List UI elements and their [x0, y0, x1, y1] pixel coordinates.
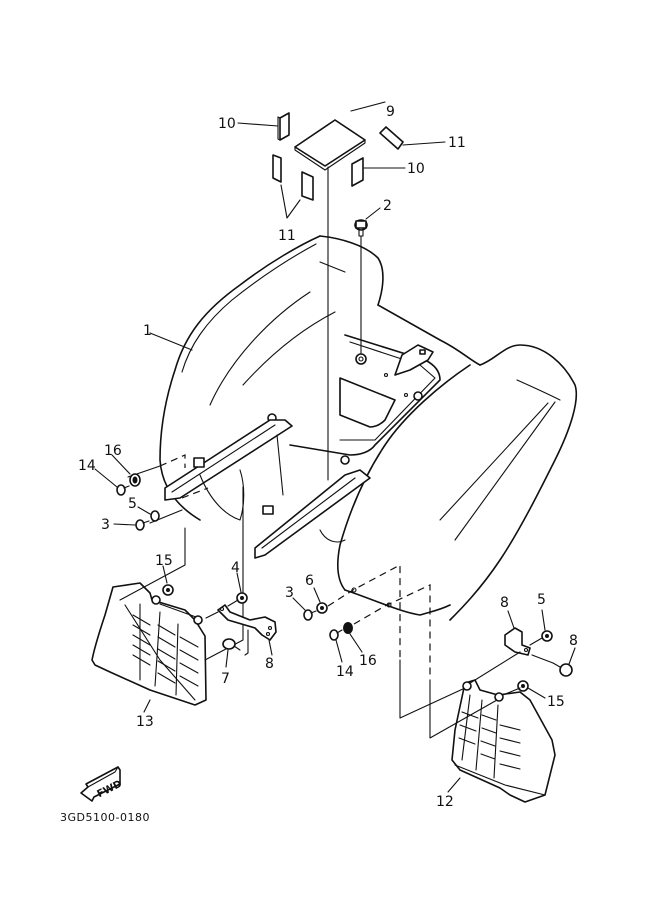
nut-part-4-left: [236, 592, 248, 604]
callout-11-lower: 11: [278, 228, 296, 244]
callout-4-right: 5: [537, 592, 546, 608]
callout-1: 1: [143, 323, 152, 339]
pad-part-9: [294, 119, 366, 171]
bracket-part-7-left: [217, 604, 277, 641]
callout-2: 2: [383, 198, 392, 214]
callout-12: 12: [436, 794, 454, 810]
mud-flap-part-12-right: [451, 679, 556, 803]
callout-15-right: 15: [547, 694, 565, 710]
callout-3-right: 3: [285, 585, 294, 601]
callout-5-right: 6: [305, 573, 314, 589]
callout-9: 9: [386, 104, 395, 120]
callout-3-left: 3: [101, 517, 110, 533]
callout-8-left: 7: [221, 671, 230, 687]
nut-part-4-right: [541, 630, 553, 642]
washer-part-5-left: [150, 510, 160, 522]
callout-15-left: 15: [155, 553, 173, 569]
callout-13: 13: [136, 714, 154, 730]
rear-fender-part-1: [159, 235, 578, 621]
bolt-part-8-left: [222, 638, 241, 651]
grommet-part-16-left: [129, 473, 141, 487]
damper-part-11-pair-left: [272, 154, 314, 201]
washer-part-5-right: [316, 602, 328, 614]
fwd-arrow-icon: FWD: [80, 766, 124, 802]
callout-7: 8: [265, 656, 274, 672]
screw-part-3-left: [135, 519, 150, 531]
bolt-part-2: [354, 219, 368, 237]
damper-part-10-upper-left: [277, 112, 290, 141]
bolt-part-8-right: [552, 662, 573, 677]
callout-16-left: 16: [104, 443, 122, 459]
callout-11-upper: 11: [448, 135, 466, 151]
rivet-part-14-left: [116, 484, 130, 496]
rivet-part-14-right: [329, 629, 343, 641]
bracket-part-6-right: [504, 627, 531, 656]
callout-8-right: 8: [569, 633, 578, 649]
screw-part-3-right: [303, 609, 317, 621]
callouts: 9 10 11 10 11 2 1 16 14 5 3 15 4 8 7 13 …: [78, 104, 578, 810]
callout-10-upper: 10: [218, 116, 236, 132]
nut-part-15-left: [162, 584, 174, 596]
grommet-part-16-right: [343, 622, 353, 634]
callout-5-left: 5: [128, 496, 137, 512]
callout-14-right: 14: [336, 664, 354, 680]
damper-part-11-upper-right: [379, 126, 404, 150]
mud-flap-part-13-left: [91, 582, 207, 706]
nut-part-15-right: [517, 680, 529, 692]
callout-6: 8: [500, 595, 509, 611]
damper-part-10-right: [351, 157, 364, 187]
callout-10-right: 10: [407, 161, 425, 177]
callout-16-right: 16: [359, 653, 377, 669]
callout-14-left: 14: [78, 458, 96, 474]
drawing-code: 3GD5100-0180: [60, 811, 150, 824]
callout-4-left: 4: [231, 560, 240, 576]
